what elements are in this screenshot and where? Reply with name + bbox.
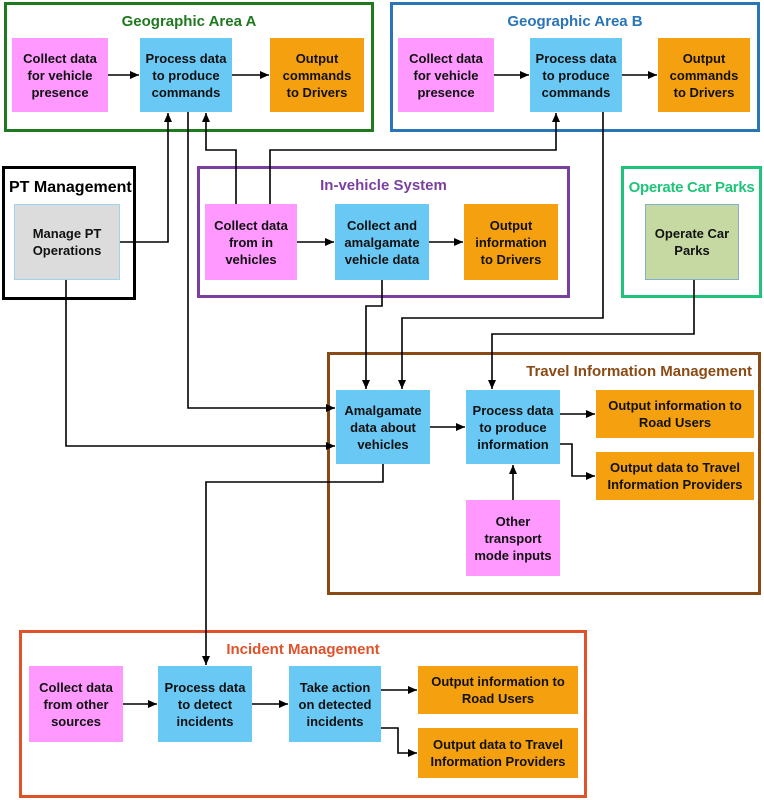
arrow-iv-to-b-process (269, 113, 560, 204)
group-travel-information-management: Travel Information Management (327, 352, 761, 595)
arrow-iv-to-a-process (202, 113, 237, 204)
group-geographic-area-b: Geographic Area B (390, 2, 760, 132)
ti-output-road-users: Output information to Road Users (596, 390, 754, 438)
a-output-commands-drivers: Output commands to Drivers (270, 38, 364, 112)
b-output-commands-drivers: Output commands to Drivers (658, 38, 750, 112)
arrow-ti-process-to-providers (560, 443, 595, 480)
group-title: Geographic Area B (507, 13, 643, 30)
group-in-vehicle-system: In-vehicle System (197, 166, 570, 298)
im-process-detect-incidents: Process data to detect incidents (158, 666, 252, 742)
arrow-im-action-to-providers (381, 727, 417, 757)
group-geographic-area-a: Geographic Area A (4, 2, 374, 132)
a-collect-vehicle-presence: Collect data for vehicle presence (12, 38, 108, 112)
arrow-ti-to-im-process (202, 464, 384, 665)
group-title: Operate Car Parks (628, 179, 755, 196)
group-title: Geographic Area A (121, 13, 257, 30)
group-title: Incident Management (226, 641, 380, 658)
group-operate-car-parks: Operate Car Parks (621, 166, 762, 298)
im-output-road-users: Output information to Road Users (418, 666, 578, 714)
arrow-pt-to-ti-amalgamate (65, 280, 335, 450)
im-output-travel-providers: Output data to Travel Information Provid… (418, 728, 578, 778)
arrow-a-process-to-ti-amalgamate (187, 112, 335, 412)
b-process-commands: Process data to produce commands (530, 38, 622, 112)
im-take-action-incidents: Take action on detected incidents (289, 666, 381, 742)
group-title: In-vehicle System (320, 177, 447, 194)
ti-amalgamate-vehicles: Amalgamate data about vehicles (336, 390, 430, 464)
group-pt-management: PT Management (2, 166, 136, 300)
iv-collect-amalgamate: Collect and amalgamate vehicle data (335, 204, 429, 280)
a-process-commands: Process data to produce commands (140, 38, 232, 112)
ti-process-information: Process data to produce information (466, 390, 560, 464)
arrow-b-process-to-ti-amalgamate (398, 112, 604, 389)
manage-pt-operations: Manage PT Operations (14, 204, 120, 280)
iv-collect-from-vehicles: Collect data from in vehicles (205, 204, 297, 280)
arrow-iv-amalgamate-to-ti (362, 280, 383, 389)
ti-other-transport-inputs: Other transport mode inputs (466, 500, 560, 576)
iv-output-information-drivers: Output information to Drivers (464, 204, 558, 280)
arrow-carparks-to-ti-process (488, 280, 695, 389)
group-title: PT Management (9, 179, 132, 196)
operate-car-parks: Operate Car Parks (645, 204, 739, 280)
group-title: Travel Information Management (526, 363, 752, 380)
group-incident-management: Incident Management (19, 630, 587, 798)
arrow-pt-to-a-process (120, 113, 172, 243)
ti-output-travel-providers: Output data to Travel Information Provid… (596, 452, 754, 500)
im-collect-other-sources: Collect data from other sources (29, 666, 123, 742)
b-collect-vehicle-presence: Collect data for vehicle presence (398, 38, 494, 112)
